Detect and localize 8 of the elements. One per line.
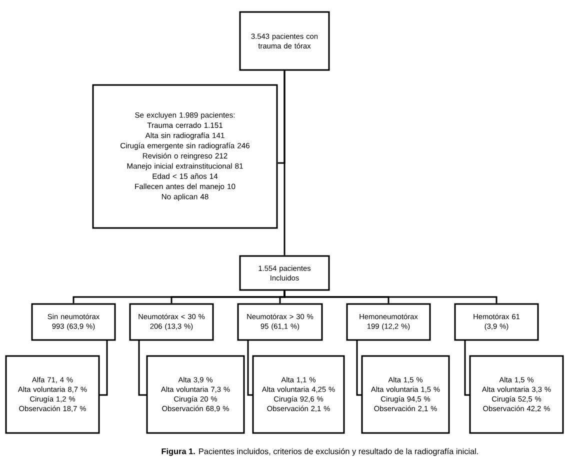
connector-line [464,340,470,396]
connector-line [99,340,108,396]
connector-line [284,290,498,304]
connector-line [278,70,286,164]
connector-line [247,340,253,396]
connector-line [138,340,147,396]
figure-caption: Figura 1. Pacientes incluidos, criterios de exclusión y resultado de la radiografía inicial. [162,448,478,456]
connector-line [356,340,362,396]
